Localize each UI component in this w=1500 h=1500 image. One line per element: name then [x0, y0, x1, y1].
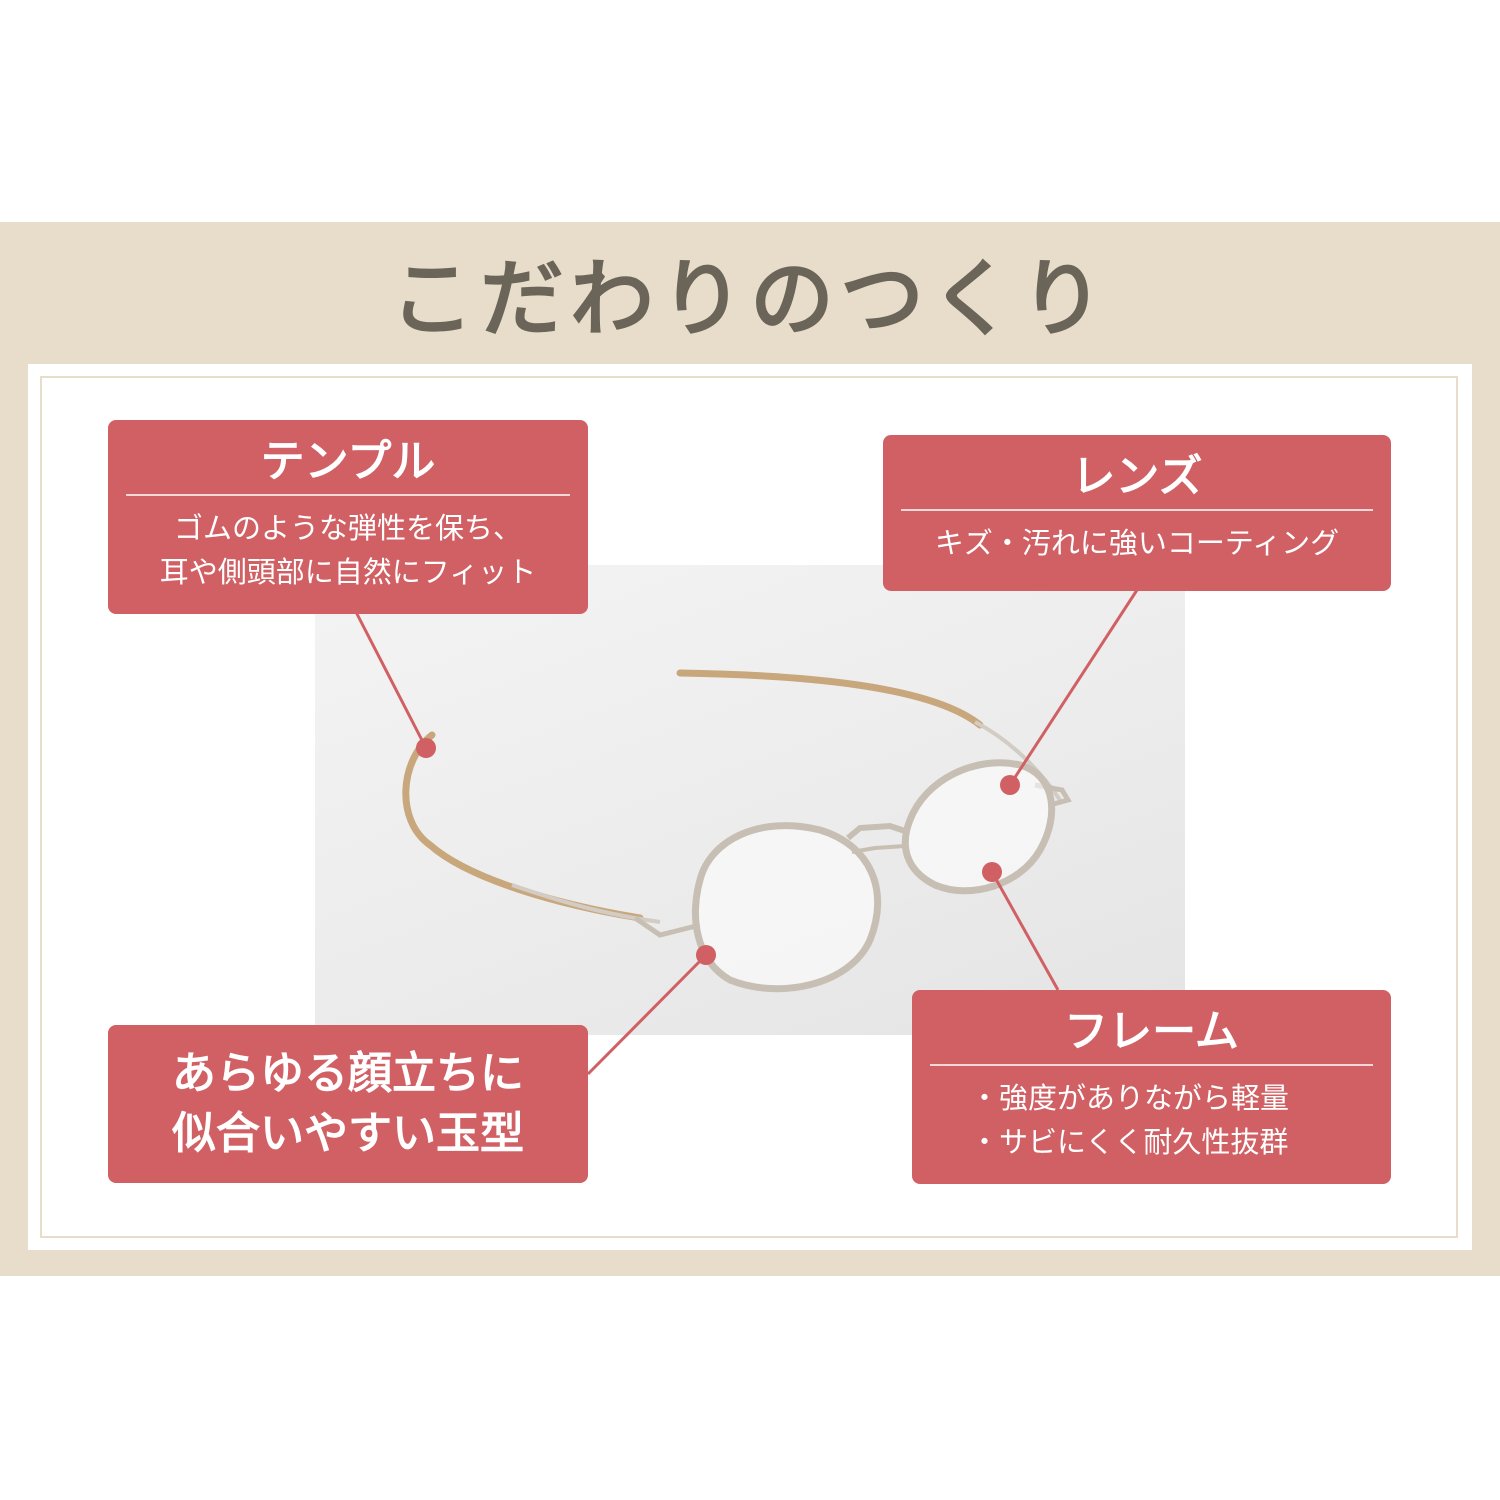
callout-temple-divider: [126, 494, 570, 496]
callout-lens-heading: レンズ: [1071, 451, 1203, 502]
callout-dot-shape: [696, 945, 716, 965]
callout-temple: テンプル ゴムのような弾性を保ち、 耳や側頭部に自然にフィット: [108, 420, 588, 614]
callout-temple-text: ゴムのような弾性を保ち、 耳や側頭部に自然にフィット: [108, 496, 588, 594]
callout-lens-shape: あらゆる顔立ちに 似合いやすい玉型: [108, 1025, 588, 1183]
callout-lens-divider: [901, 509, 1373, 511]
bridge: [846, 822, 909, 841]
callout-dot-temple: [416, 738, 436, 758]
callout-frame-heading: フレーム: [1064, 1006, 1239, 1057]
callout-frame-text: ・強度がありながら軽量 ・サビにくく耐久性抜群: [912, 1066, 1391, 1164]
callout-line-lens: [1008, 589, 1139, 786]
callout-frame-line: ・サビにくく耐久性抜群: [970, 1125, 1289, 1159]
page-title: こだわりのつくり: [389, 249, 1110, 348]
callout-line-frame: [990, 871, 1060, 991]
callout-shape-line: 似合いやすい玉型: [172, 1108, 524, 1159]
callout-temple-line: 耳や側頭部に自然にフィット: [159, 555, 537, 589]
right-lens: [901, 759, 1056, 895]
callout-dot-frame: [982, 862, 1002, 882]
callout-temple-line: ゴムのような弾性を保ち、: [173, 511, 522, 545]
right-temple: [676, 669, 984, 729]
callout-frame-divider: [930, 1064, 1373, 1066]
left-lens: [692, 822, 882, 993]
callout-dot-lens: [1000, 775, 1020, 795]
bridge-top: [851, 844, 906, 854]
left-hinge: [633, 915, 701, 938]
callout-lens-text: キズ・汚れに強いコーティング: [883, 511, 1391, 565]
callout-frame: フレーム ・強度がありながら軽量 ・サビにくく耐久性抜群: [912, 990, 1391, 1184]
callout-lens-line: キズ・汚れに強いコーティング: [934, 526, 1340, 560]
callout-frame-line: ・強度がありながら軽量: [970, 1081, 1290, 1115]
callout-line-temple: [354, 611, 428, 749]
left-temple-wire: [511, 883, 661, 924]
callout-line-shape: [586, 953, 708, 1076]
callout-temple-heading: テンプル: [260, 436, 436, 487]
content-frame-border: [40, 376, 1458, 1238]
callout-shape-line: あらゆる顔立ちに: [172, 1048, 524, 1099]
callout-lens: レンズ キズ・汚れに強いコーティング: [883, 435, 1391, 591]
